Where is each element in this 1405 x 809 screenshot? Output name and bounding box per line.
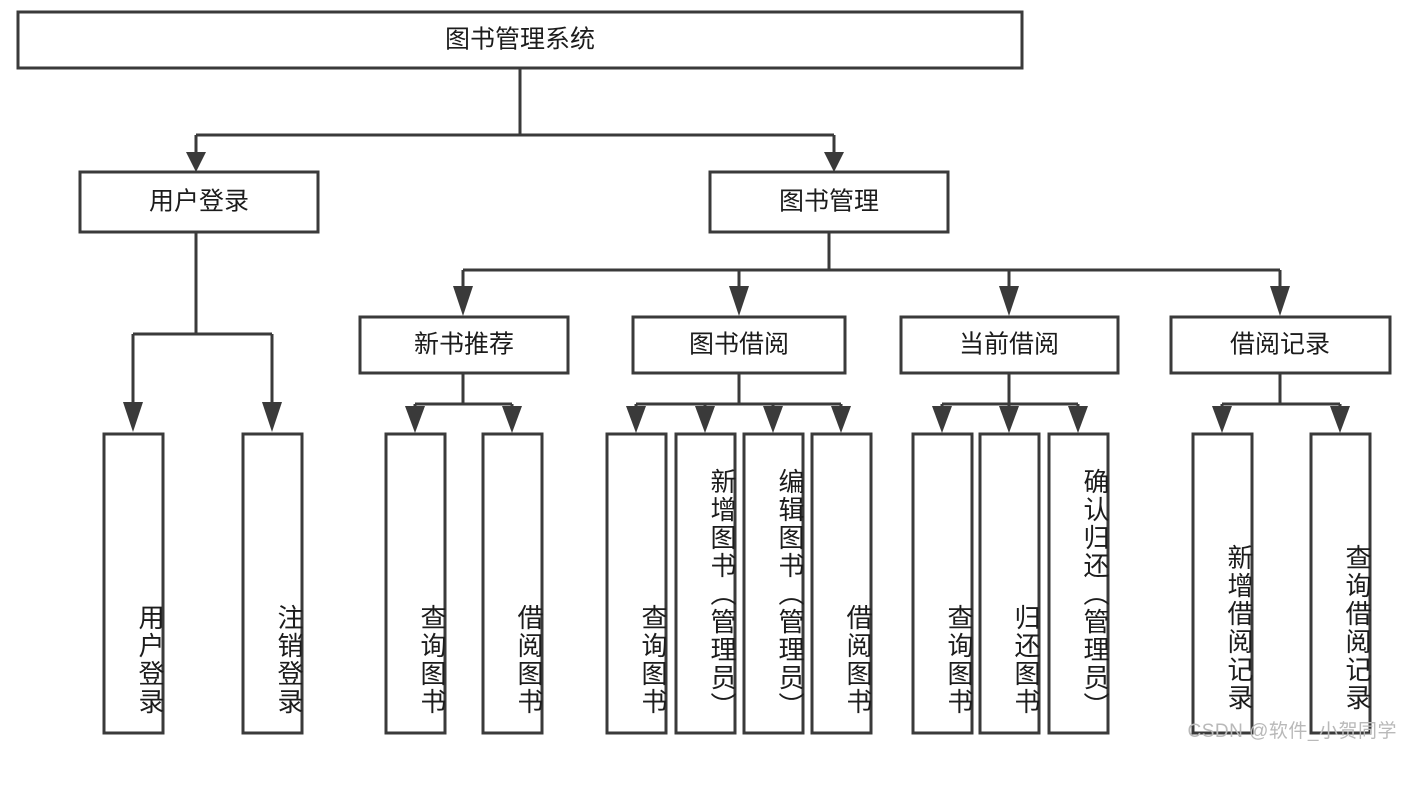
- leaf-box[interactable]: [102, 432, 165, 735]
- leaf-box[interactable]: [1309, 432, 1372, 735]
- node-book-manage[interactable]: 图书管理: [708, 170, 950, 234]
- connector-bookborrow-to-leaves: [626, 373, 851, 433]
- leaf-box[interactable]: [384, 432, 447, 735]
- leaf-rects: [102, 432, 1372, 735]
- leaf-box[interactable]: [1191, 432, 1254, 735]
- connector-bookmanage-to-level3: [453, 232, 1290, 316]
- node-new-book-rec[interactable]: 新书推荐: [358, 315, 570, 375]
- flowchart-svg: 图书管理系统 用户登录 图书管理 新书推荐 图书借阅 当前借阅 借阅记录: [16, 10, 1392, 735]
- node-book-borrow-label: 图书借阅: [689, 331, 789, 359]
- node-root[interactable]: 图书管理系统: [16, 10, 1024, 70]
- connector-borrowrecord-to-leaves: [1212, 373, 1350, 433]
- node-user-login[interactable]: 用户登录: [78, 170, 320, 234]
- leaf-box[interactable]: [742, 432, 805, 735]
- node-borrow-record-label: 借阅记录: [1230, 331, 1330, 359]
- connector-currentborrow-to-leaves: [932, 373, 1088, 433]
- node-user-login-label: 用户登录: [149, 188, 249, 216]
- leaf-box[interactable]: [810, 432, 873, 735]
- diagram-canvas: 图书管理系统 用户登录 图书管理 新书推荐 图书借阅 当前借阅 借阅记录: [16, 10, 1397, 742]
- node-current-borrow-label: 当前借阅: [959, 331, 1059, 359]
- leaf-box[interactable]: [241, 432, 304, 735]
- node-book-manage-label: 图书管理: [779, 188, 879, 216]
- leaf-box[interactable]: [605, 432, 668, 735]
- leaf-box[interactable]: [911, 432, 974, 735]
- node-new-book-rec-label: 新书推荐: [414, 331, 514, 359]
- connector-root-to-level2: [186, 68, 844, 172]
- connector-newbook-to-leaves: [405, 373, 522, 433]
- node-book-borrow[interactable]: 图书借阅: [631, 315, 847, 375]
- leaf-box[interactable]: [674, 432, 737, 735]
- leaf-box[interactable]: [1047, 432, 1110, 735]
- leaf-box[interactable]: [978, 432, 1041, 735]
- csdn-watermark: CSDN @软件_小贺同学: [1187, 721, 1397, 742]
- node-current-borrow[interactable]: 当前借阅: [899, 315, 1120, 375]
- node-borrow-record[interactable]: 借阅记录: [1169, 315, 1392, 375]
- node-root-label: 图书管理系统: [445, 26, 595, 54]
- leaf-box[interactable]: [481, 432, 544, 735]
- connector-userlogin-to-leaves: [123, 232, 282, 432]
